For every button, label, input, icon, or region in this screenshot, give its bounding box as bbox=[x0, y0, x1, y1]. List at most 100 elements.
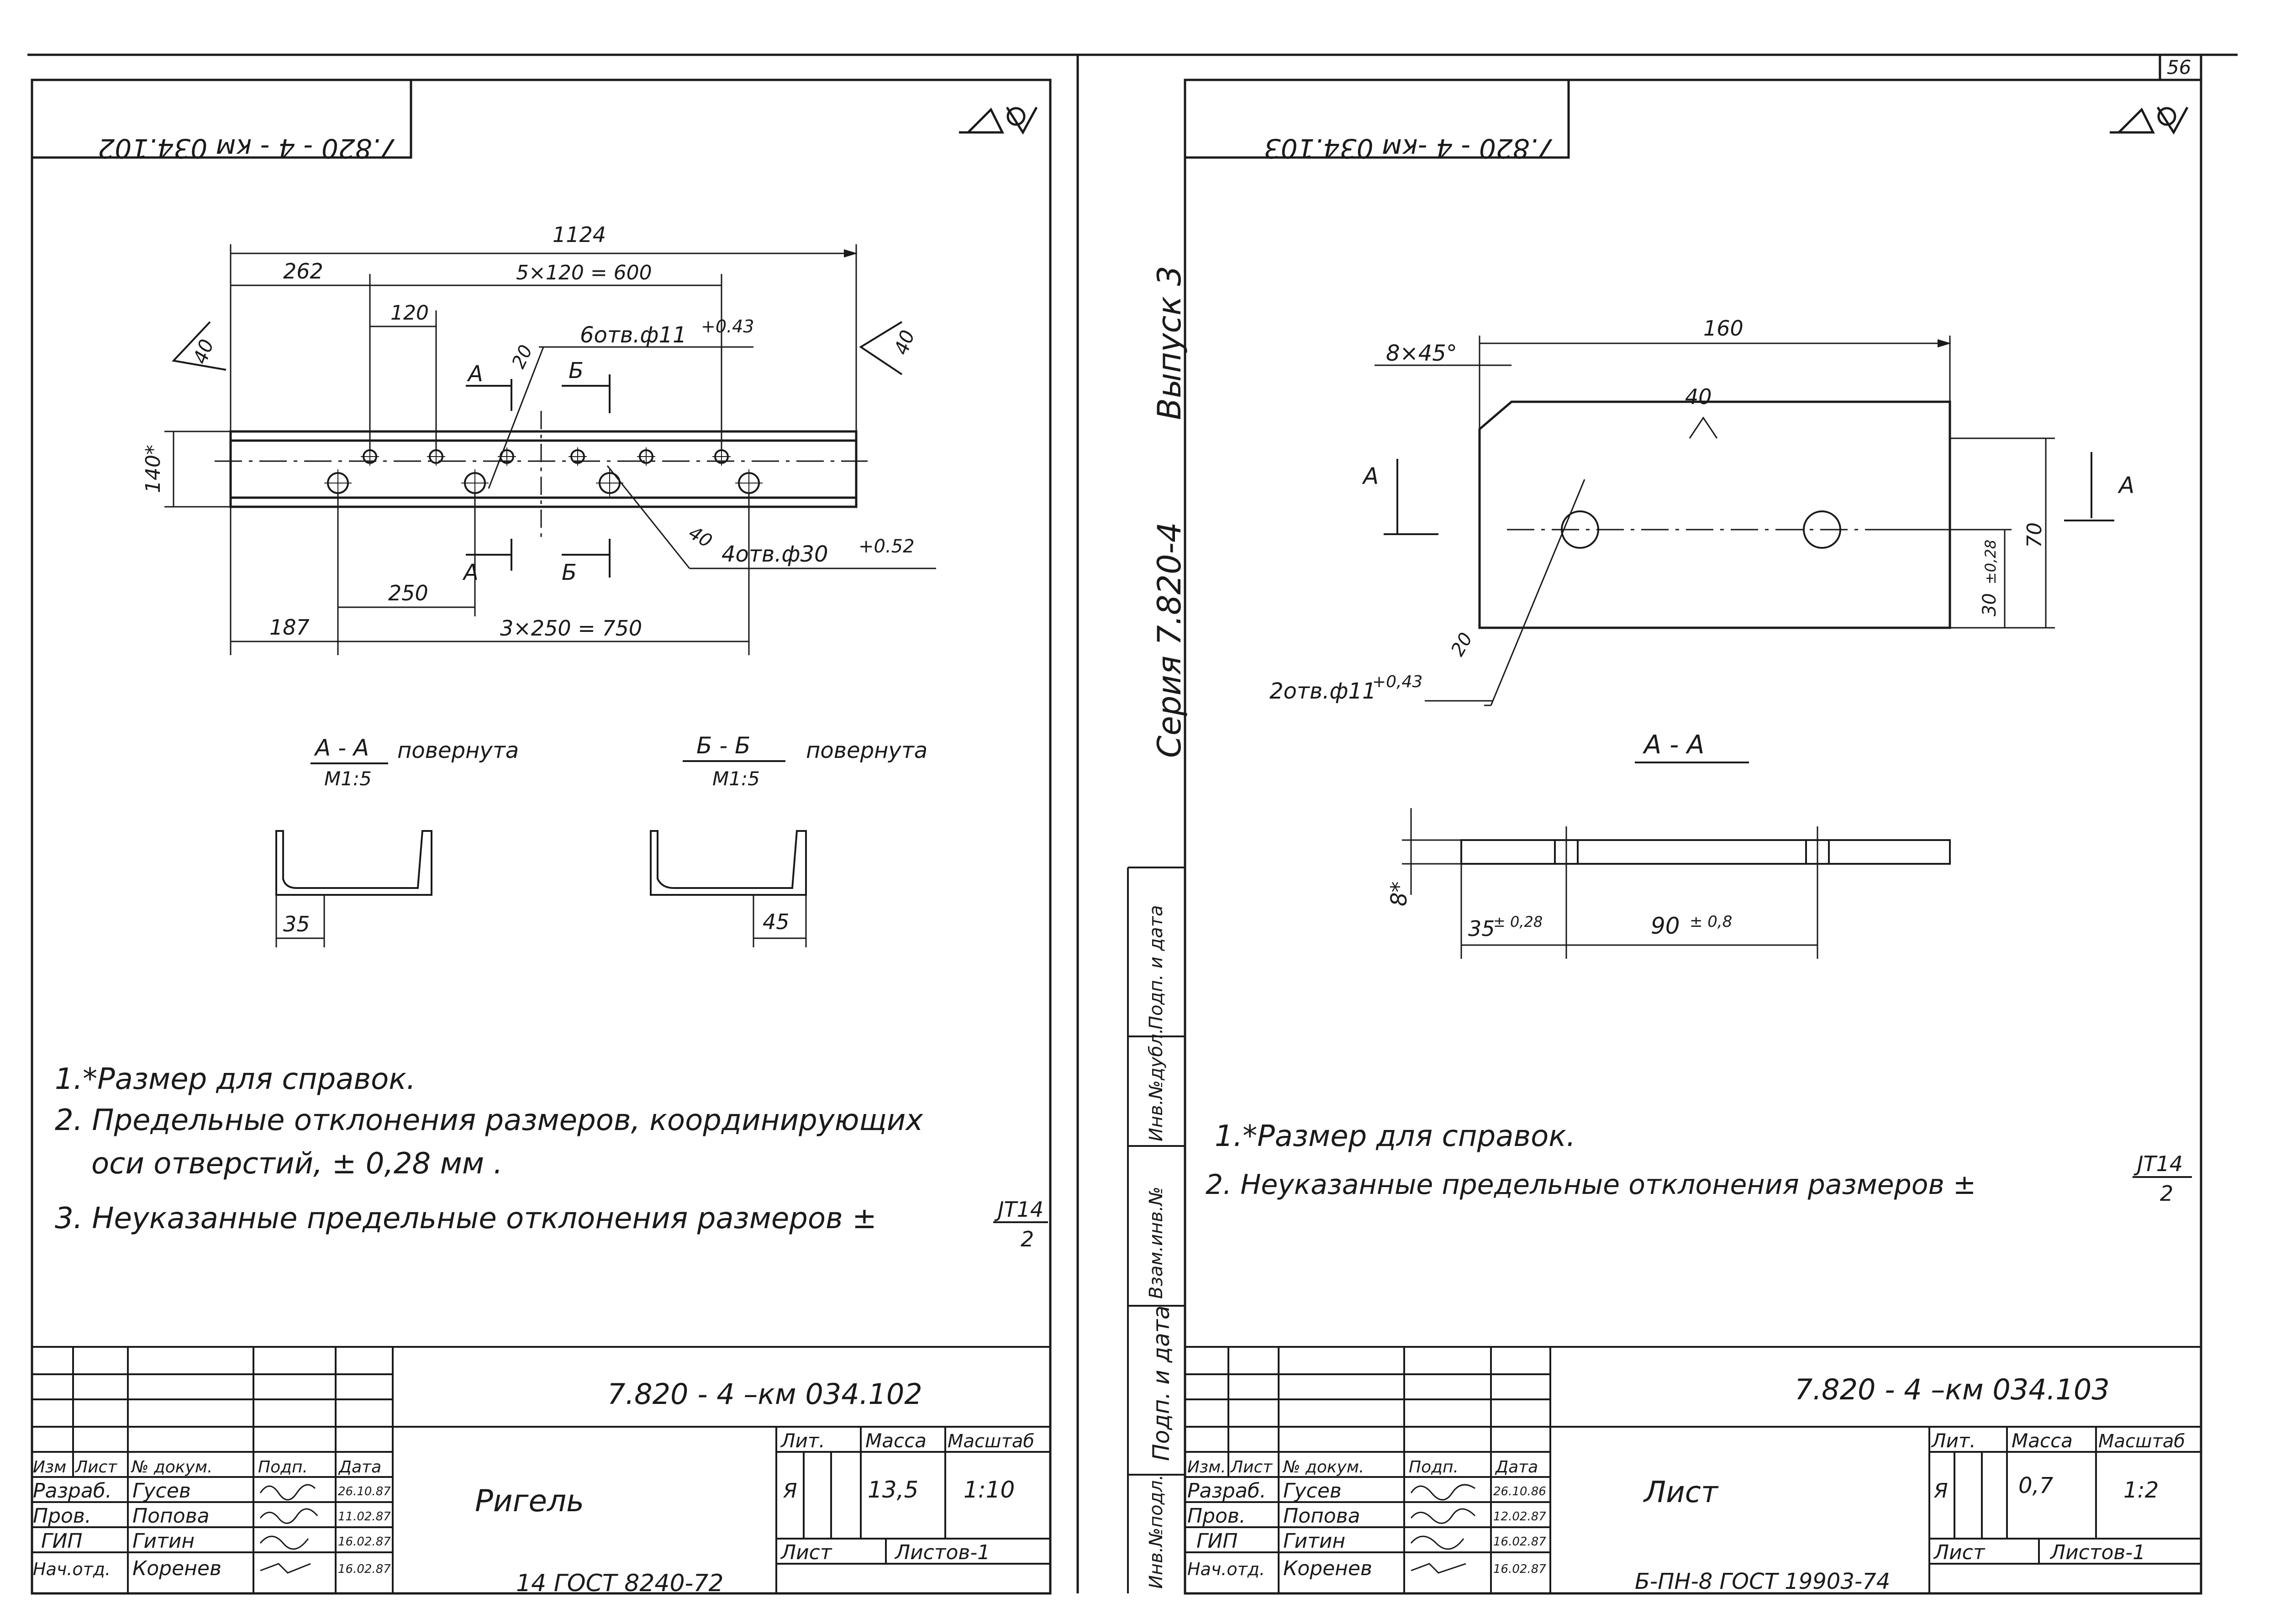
section-dim-tol: ± 0,28 bbox=[1493, 913, 1543, 930]
right-note-1: 1.*Размер для справок. bbox=[1215, 1119, 1575, 1153]
side-cell: Подп. и дата bbox=[1146, 905, 1167, 1030]
left-holes-small-tol: +0.43 bbox=[701, 316, 754, 336]
right-scale-header: Масштаб bbox=[2098, 1431, 2185, 1452]
right-weld2: 20 bbox=[1447, 629, 1477, 660]
left-fraction-den: 2 bbox=[1021, 1227, 1034, 1251]
left-cut-b-top: Б bbox=[569, 358, 584, 384]
right-height: 70 bbox=[2023, 522, 2046, 548]
side-cell: Подп. и дата bbox=[1148, 1305, 1175, 1461]
right-mass-header: Масса bbox=[2012, 1430, 2073, 1452]
right-row-date: 26.10.86 bbox=[1493, 1485, 1546, 1498]
right-stamp-code: 7.820 - 4 –км 034.103 bbox=[1795, 1373, 2110, 1406]
signature-icon bbox=[259, 1484, 318, 1574]
left-bot-total: 3×250 = 750 bbox=[500, 616, 642, 641]
section-scale: М1:5 bbox=[712, 767, 760, 790]
left-note-2: 2. Предельные отклонения размеров, коорд… bbox=[55, 1104, 923, 1137]
section-note: повернута bbox=[397, 738, 519, 763]
left-code-rotated: 7.820 - 4 - км 034.102 bbox=[98, 133, 397, 164]
right-hole-offset-tol: ±0,28 bbox=[1982, 540, 1999, 584]
left-col-date: Дата bbox=[338, 1458, 381, 1477]
right-hole-offset: 30 bbox=[1979, 593, 2000, 616]
left-title-block bbox=[32, 1346, 1050, 1593]
right-row-name: Гитин bbox=[1283, 1529, 1345, 1553]
left-mass-header: Масса bbox=[865, 1430, 927, 1452]
right-sheets: Листов-1 bbox=[2049, 1541, 2145, 1564]
left-col-sign: Подп. bbox=[258, 1458, 308, 1477]
right-fraction-num: ЈТ14 bbox=[2133, 1151, 2183, 1176]
left-scale: 1:10 bbox=[964, 1477, 1015, 1503]
right-material: Б-ПН-8 ГОСТ 19903-74 bbox=[1635, 1569, 1890, 1594]
right-row-date: 16.02.87 bbox=[1493, 1535, 1546, 1549]
left-col-izm: Изм bbox=[33, 1458, 66, 1477]
left-dim-first: 262 bbox=[283, 259, 323, 284]
right-fraction-den: 2 bbox=[2160, 1181, 2173, 1206]
right-cut-a-left: А bbox=[1362, 463, 1379, 489]
right-row-name: Попова bbox=[1283, 1504, 1360, 1528]
side-cell: Инв.№дубл. bbox=[1146, 1028, 1167, 1141]
left-section-bb: Б - Б М1:5 повернута 45 bbox=[650, 732, 927, 947]
left-row-name: Гитин bbox=[132, 1529, 195, 1553]
right-mass: 0,7 bbox=[2018, 1473, 2054, 1498]
left-drawing: 7.820 - 4 - км 034.102 bbox=[31, 79, 1050, 1597]
left-bot-first: 187 bbox=[269, 615, 310, 640]
right-row-name: Коренев bbox=[1283, 1557, 1372, 1580]
right-sheet-header: Лист bbox=[1933, 1541, 1986, 1564]
roughness-symbol-icon bbox=[959, 106, 1038, 135]
section-title: А - А bbox=[1643, 730, 1704, 760]
left-sheets: Листов-1 bbox=[894, 1541, 990, 1564]
right-col-list: Лист bbox=[1230, 1458, 1273, 1477]
left-note-2b: оси отверстий, ± 0,28 мм . bbox=[91, 1147, 503, 1181]
left-holes-big-tol: +0.52 bbox=[858, 536, 915, 557]
right-chamfer: 8×45° bbox=[1386, 341, 1457, 366]
right-holes: 2отв.ф11 bbox=[1269, 678, 1376, 704]
left-row-date: 16.02.87 bbox=[338, 1562, 391, 1576]
left-note-3: 3. Неуказанные предельные отклонения раз… bbox=[55, 1202, 877, 1235]
section-note: повернута bbox=[806, 738, 927, 763]
left-stamp-code: 7.820 - 4 –км 034.102 bbox=[607, 1377, 922, 1411]
left-mass: 13,5 bbox=[868, 1477, 918, 1503]
right-lit: Я bbox=[1933, 1479, 1948, 1503]
left-col-doc: № докум. bbox=[131, 1458, 212, 1477]
left-row-role: Нач.отд. bbox=[33, 1559, 111, 1579]
right-section-aa: А - А 8* 35 ± 0,28 90 ± bbox=[1386, 730, 1951, 959]
right-length: 160 bbox=[1703, 316, 1743, 341]
left-fraction-num: ЈТ14 bbox=[994, 1197, 1043, 1222]
right-col-doc: № докум. bbox=[1282, 1458, 1364, 1477]
right-col-date: Дата bbox=[1495, 1458, 1538, 1477]
right-holes-tol: +0,43 bbox=[1372, 673, 1422, 691]
section-dim: 90 bbox=[1651, 913, 1680, 939]
roughness-symbol-icon bbox=[2110, 106, 2189, 135]
left-dim-pitch: 120 bbox=[390, 301, 429, 325]
left-row-name: Гусев bbox=[132, 1479, 191, 1503]
right-code-rotated: 7.820 - 4 -км 034.103 bbox=[1264, 133, 1555, 164]
left-holes-small: 6отв.ф11 bbox=[580, 322, 687, 348]
right-lit-header: Лит. bbox=[1931, 1430, 1976, 1452]
section-dim-tol: ± 0,8 bbox=[1690, 913, 1732, 931]
right-drawing: 7.820 - 4 -км 034.103 Серия 7.820-4 Выпу… bbox=[1127, 79, 2201, 1594]
left-weld: 20 bbox=[508, 342, 537, 372]
frame-lines bbox=[27, 53, 2238, 1595]
right-col-izm: Изм. bbox=[1187, 1458, 1226, 1477]
section-dim: 35 bbox=[1468, 916, 1495, 941]
right-row-date: 16.02.87 bbox=[1493, 1562, 1546, 1576]
left-row-name: Коренев bbox=[132, 1557, 221, 1580]
right-stamp-name: Лист bbox=[1643, 1476, 1719, 1509]
left-chamfer-right: 40 bbox=[890, 327, 919, 357]
right-row-role: Пров. bbox=[1187, 1504, 1246, 1528]
right-cut-a-right: А bbox=[2117, 472, 2134, 499]
right-col-sign: Подп. bbox=[1409, 1458, 1459, 1477]
right-row-role: ГИП bbox=[1196, 1529, 1238, 1553]
left-lit-header: Лит. bbox=[780, 1430, 825, 1452]
left-bot-pitch: 250 bbox=[388, 581, 428, 605]
left-row-date: 26.10.87 bbox=[338, 1485, 391, 1498]
section-title: Б - Б bbox=[696, 732, 750, 759]
left-holes-big: 4отв.ф30 bbox=[722, 541, 828, 567]
left-row-role: Пров. bbox=[33, 1504, 91, 1528]
left-dim-pitch-text: 5×120 = 600 bbox=[516, 261, 652, 284]
right-row-role: Разраб. bbox=[1187, 1479, 1266, 1503]
right-weld: 40 bbox=[1685, 384, 1712, 409]
left-stamp-name: Ригель bbox=[475, 1483, 584, 1519]
left-row-date: 11.02.87 bbox=[338, 1510, 391, 1524]
left-weld-big: 40 bbox=[685, 522, 716, 552]
